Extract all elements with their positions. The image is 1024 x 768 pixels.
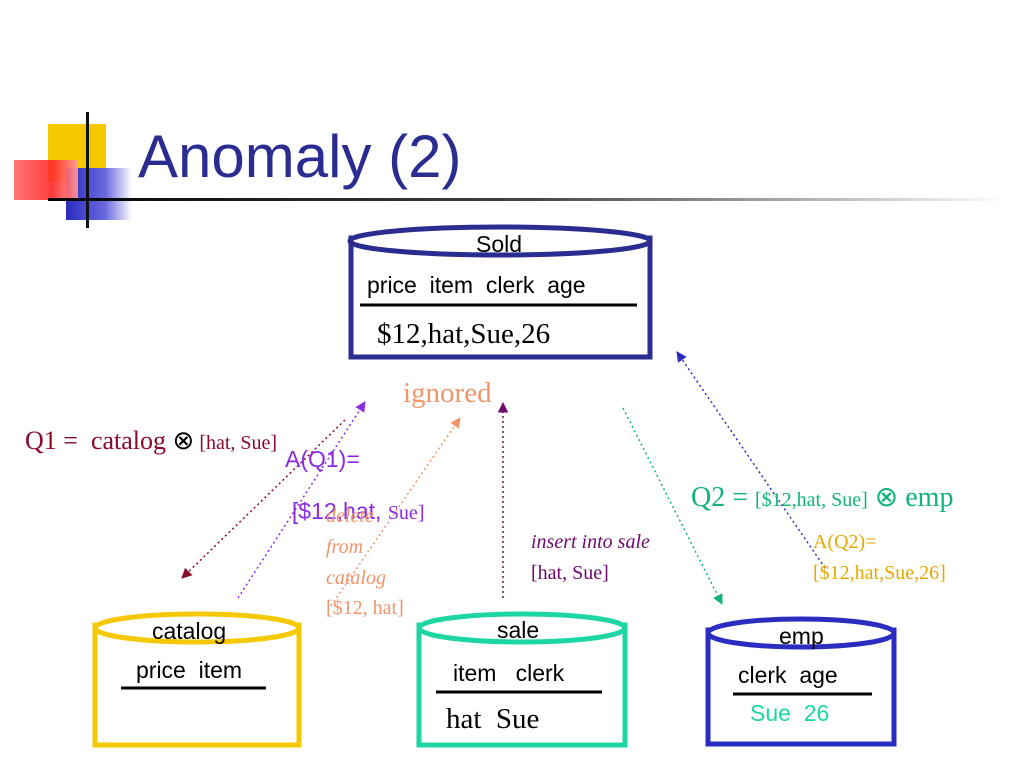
logo-red-square [14,160,78,200]
sale-table-row: hat Sue [446,703,540,735]
a-q1-label-line2-b: Sue] [387,502,425,524]
q1-label: Q1 = catalog ⊗ [hat, Sue] [12,396,277,456]
a-q1-label-line2-a: [$12,hat, [291,498,388,524]
catalog-table-body [92,622,302,748]
sold-table-name: Sold [476,231,523,257]
sold-table-body [348,235,653,360]
delete-label-line1: delete [326,505,374,527]
sold-table-columns: price item clerk age [367,272,586,298]
catalog-table-columns: price item [136,657,243,683]
insert-label-line2: [hat, Sue] [531,562,609,584]
sale-table-top [416,611,628,645]
otimes-icon: ⊗ [172,426,195,455]
slide-title: Anomaly (2) [138,123,462,190]
a-q2-label-line2: [$12,hat,Sue,26] [813,562,946,584]
insert-label-line1: insert into sale [531,531,650,553]
emp-table [705,616,897,747]
catalog-table [92,611,302,748]
logo-vertical-line [86,112,89,228]
q2-label-main: Q2 = [691,482,756,513]
q1-label-small: [hat, Sue] [194,432,278,454]
sale-table-name: sale [497,617,540,643]
q2-arrow [622,407,723,605]
a-q1-arrow [237,401,366,599]
sale-table [416,611,628,748]
q2-label: Q2 = [$12,hat, Sue] ⊗ emp [677,448,953,514]
catalog-table-top [92,611,302,645]
a-q1-label-line1: A(Q1)= [285,446,360,472]
emp-table-columns: clerk age [738,662,838,688]
q1-label-main: Q1 = catalog [25,426,173,455]
delete-arrow [327,417,461,611]
a-q2-arrow [676,351,826,569]
delete-label-line3: catalog [326,567,386,589]
sale-table-columns: item clerk [453,660,565,686]
delete-label-line2: from [326,536,364,558]
emp-table-name: emp [779,623,824,649]
a-q2-label-line1: A(Q2)= [813,531,877,553]
ignored-label: ignored [403,377,492,409]
emp-table-top [705,616,897,650]
sold-table [347,224,653,360]
title-rule [48,198,1008,201]
q2-label-end: ⊗ emp [867,482,954,513]
sold-table-top [347,224,653,258]
a-q1-label-line2: [$12,hat, Sue] [283,480,425,525]
emp-table-row: Sue 26 [750,700,830,726]
sold-table-row: $12,hat,Sue,26 [377,318,551,350]
q2-label-small: [$12,hat, Sue] [755,489,868,511]
delete-label-line4: [$12, hat] [326,597,404,619]
catalog-table-name: catalog [152,618,227,644]
